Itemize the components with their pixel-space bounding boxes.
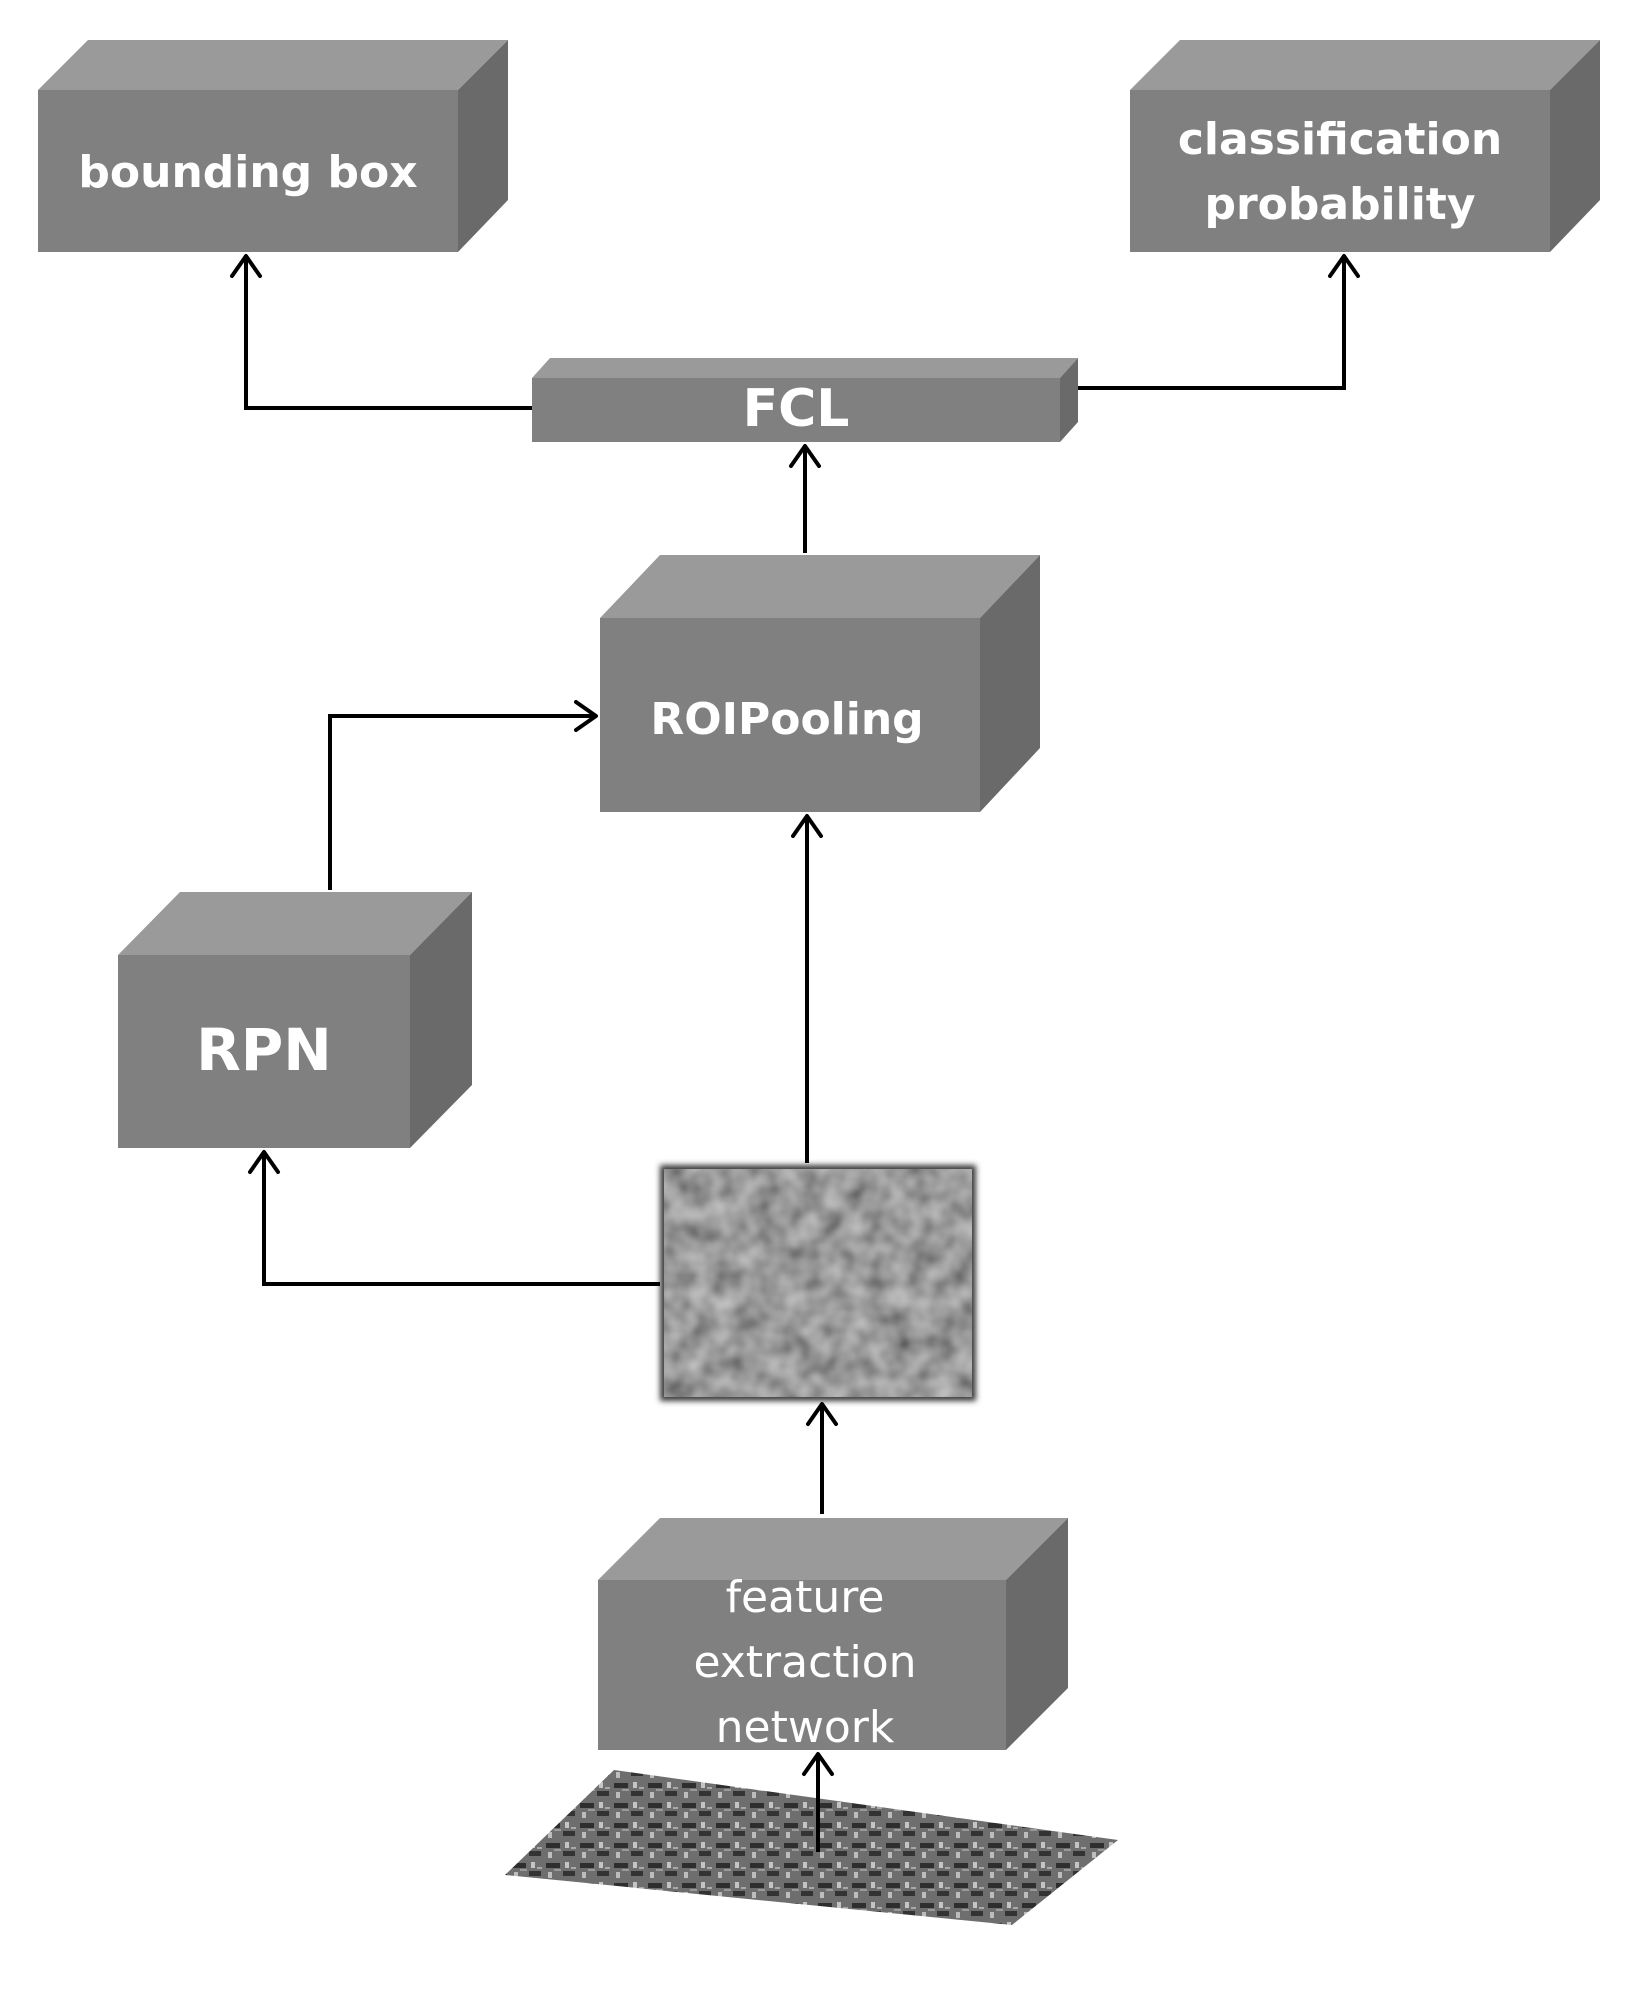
connectors bbox=[230, 254, 1360, 1852]
arrow-image-to-feature-extraction bbox=[802, 1752, 834, 1852]
feature-extraction-network-block: feature extraction network bbox=[598, 1518, 1068, 1753]
roipooling-block: ROIPooling bbox=[600, 555, 1040, 812]
fcl-label: FCL bbox=[743, 379, 850, 439]
arrow-fcl-to-bounding-box bbox=[230, 254, 532, 410]
classification-probability-block: classification probability bbox=[1130, 40, 1600, 252]
bounding-box-block: bounding box bbox=[38, 40, 508, 252]
extraction-label: extraction bbox=[693, 1637, 916, 1688]
network-label: network bbox=[716, 1702, 895, 1753]
feature-label: feature bbox=[726, 1572, 885, 1623]
roipooling-label: ROIPooling bbox=[650, 694, 923, 745]
bounding-box-label: bounding box bbox=[78, 147, 417, 198]
probability-label: probability bbox=[1204, 179, 1475, 230]
arrow-feature-extraction-to-feature-map bbox=[806, 1402, 838, 1514]
arrow-fcl-to-classification bbox=[1078, 254, 1360, 390]
fcl-block: FCL bbox=[532, 358, 1078, 442]
arrow-feature-map-to-rpn bbox=[248, 1150, 660, 1286]
feature-map bbox=[660, 1165, 976, 1401]
classification-label: classification bbox=[1178, 114, 1502, 165]
input-image bbox=[505, 1770, 1118, 1925]
arrow-feature-map-to-roipooling bbox=[791, 814, 823, 1163]
arrow-roipooling-to-fcl bbox=[789, 444, 821, 553]
arrow-rpn-to-roipooling bbox=[328, 700, 598, 890]
rpn-block: RPN bbox=[118, 892, 472, 1148]
rpn-label: RPN bbox=[196, 1016, 332, 1084]
